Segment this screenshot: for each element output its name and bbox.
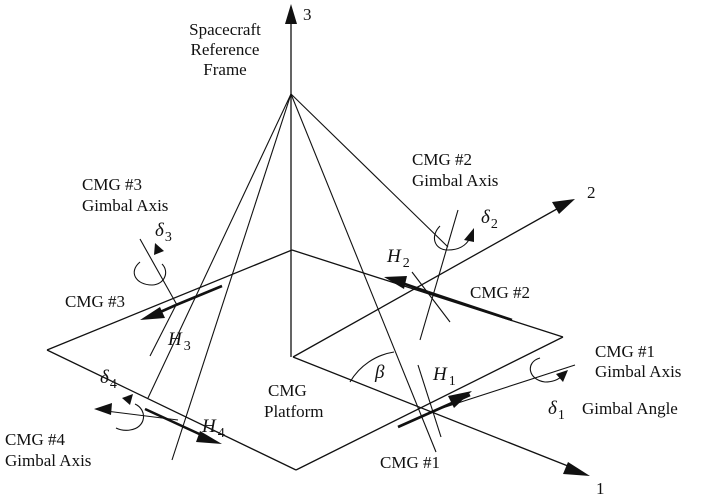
axis-1-arrowhead — [563, 462, 590, 476]
h3-symbol: H — [167, 329, 183, 350]
axis-2-label: 2 — [587, 183, 596, 202]
skew-angle: β — [349, 351, 395, 383]
cmg-3-gimbal-symbol: δ3 — [155, 220, 172, 245]
cmg-1-gimbal-angle-label: Gimbal Angle — [582, 399, 678, 418]
h2-subscript: 2 — [403, 256, 410, 271]
reference-frame-label: Spacecraft Reference Frame — [189, 20, 261, 79]
cmg-4-axis-label-line-1: CMG #4 — [5, 430, 65, 449]
axis-3-arrowhead — [285, 4, 297, 24]
cmg-2-platform-segment — [427, 290, 513, 322]
cmg-3-cross-line — [149, 304, 177, 357]
cmg-1-label: CMG #1 — [380, 453, 440, 472]
pyramid-line — [171, 93, 292, 461]
h2-symbol: H — [386, 246, 402, 267]
axis-1-label: 1 — [596, 479, 605, 496]
delta2-subscript: 2 — [491, 217, 498, 232]
cmg-1-cross-line — [417, 364, 442, 438]
cmg-2-gimbal-axis — [419, 209, 459, 341]
delta4-symbol: δ — [100, 367, 110, 388]
axis-3-label: 3 — [303, 5, 312, 24]
cmg-4-momentum-vector — [144, 407, 209, 440]
axis-2-line — [292, 204, 565, 358]
h1-symbol: H — [432, 364, 448, 385]
cmg-2-cross-line — [411, 271, 451, 323]
cmg-1-gimbal-symbol: δ1 — [548, 398, 565, 423]
platform-edge — [291, 249, 564, 338]
cmg-4-gimbal-axis-arrowhead — [94, 403, 112, 415]
delta1-subscript: 1 — [558, 408, 565, 423]
cmg-2-momentum-vector — [401, 281, 429, 294]
cmg-1-rotation-arc — [529, 357, 563, 383]
platform-edge — [46, 349, 297, 471]
cmg-4-axis-label-line-2: Gimbal Axis — [5, 451, 91, 470]
cmg-4-rotation-arrowhead — [122, 394, 133, 405]
platform-edge — [46, 249, 293, 351]
platform-edge — [295, 336, 564, 471]
platform-label-line-1: CMG — [268, 381, 307, 400]
cmg-1-gimbal-axis — [429, 364, 576, 413]
cmg-3-axis-label-line-2: Gimbal Axis — [82, 196, 168, 215]
axis-2: 2 — [292, 183, 596, 358]
h4-subscript: 4 — [218, 426, 225, 441]
cmg-2-axis-label-line-1: CMG #2 — [412, 150, 472, 169]
h1-subscript: 1 — [449, 374, 456, 389]
cmg-3-rotation-arrowhead — [154, 243, 164, 255]
cmg-2-momentum-arrowhead — [384, 276, 407, 289]
pyramid-line — [147, 93, 292, 399]
cmg-4-rotation-arc — [115, 403, 144, 431]
cmg-3-gimbal-axis — [139, 238, 178, 306]
cmg-4-momentum-arrowhead — [196, 431, 222, 444]
delta3-subscript: 3 — [165, 230, 172, 245]
cmg-3-platform-segment — [175, 284, 223, 307]
cmg-2-label: CMG #2 — [470, 283, 530, 302]
platform-label: CMG Platform — [264, 381, 324, 421]
delta4-subscript: 4 — [110, 377, 117, 392]
delta3-symbol: δ — [155, 220, 165, 241]
axis-2-arrowhead — [552, 199, 575, 214]
platform-label-line-2: Platform — [264, 402, 324, 421]
cmg-3-momentum-arrowhead — [140, 307, 165, 320]
cmg-2-rotation-arc — [433, 225, 471, 251]
cmg-1-axis-label-line-1: CMG #1 — [595, 342, 655, 361]
h4-symbol: H — [201, 416, 217, 437]
reference-frame-line-2: Reference — [191, 40, 260, 59]
pyramid-line — [290, 93, 449, 248]
cmg-3-rotation-arc — [133, 261, 167, 286]
axis-1-line — [292, 356, 579, 471]
beta-symbol: β — [374, 362, 385, 383]
reference-frame-line-1: Spacecraft — [189, 20, 261, 39]
cmg-platform — [46, 249, 564, 471]
cmg-2-axis-label-line-2: Gimbal Axis — [412, 171, 498, 190]
cmg-1-rotation-arrowhead — [556, 370, 568, 382]
axis-1: 1 — [292, 356, 605, 496]
delta2-symbol: δ — [481, 207, 491, 228]
axis-3: 3 — [285, 4, 312, 357]
cmg-4-gimbal-symbol: δ4 — [100, 367, 117, 392]
h3-subscript: 3 — [184, 339, 191, 354]
cmg-1-axis-label-line-2: Gimbal Axis — [595, 362, 681, 381]
cmg-3-axis-label-line-1: CMG #3 — [82, 175, 142, 194]
cmg-2-gimbal-symbol: δ2 — [481, 207, 498, 232]
cmg-2-rotation-arrowhead — [464, 228, 474, 242]
cmg-3-label: CMG #3 — [65, 292, 125, 311]
delta1-symbol: δ — [548, 398, 558, 419]
reference-frame-line-3: Frame — [203, 60, 246, 79]
cmg-4-gimbal-axis — [105, 410, 179, 421]
beta-arc — [349, 351, 395, 383]
